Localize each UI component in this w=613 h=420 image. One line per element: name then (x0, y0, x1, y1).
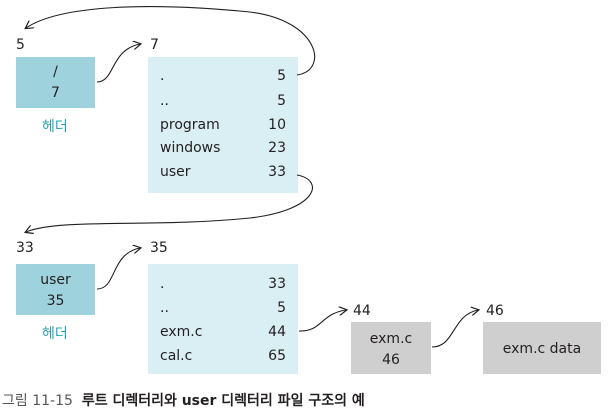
user-entry-name: .. (160, 300, 169, 316)
file-data-box: exm.c data (483, 322, 601, 374)
root-header-line1: / (53, 64, 58, 80)
root-entry-name: .. (160, 93, 169, 109)
figure-title: 루트 디렉터리와 user 디렉터리 파일 구조의 예 (81, 393, 365, 409)
user-header-box: user 35 (16, 264, 95, 315)
user-header-caption: 헤더 (42, 326, 68, 342)
arrow-inode-to-data (431, 310, 478, 348)
arrow-dot-to-root (26, 6, 316, 76)
root-directory-box: . 5 .. 5 program 10 windows 23 user 33 (148, 57, 298, 193)
file-address-label: 44 (353, 303, 371, 319)
root-dir-address-label: 7 (150, 37, 159, 53)
user-address-label: 33 (16, 240, 34, 256)
file-inode-line1: exm.c (369, 331, 413, 347)
root-entry-name: program (160, 117, 220, 133)
user-entry-name: . (160, 276, 165, 292)
root-entry-num: 10 (268, 117, 286, 133)
user-entry-num: 44 (268, 324, 286, 340)
figure-caption: 그림 11-15 루트 디렉터리와 user 디렉터리 파일 구조의 예 (2, 394, 365, 408)
root-entry-name: user (160, 164, 191, 180)
file-inode-line2: 46 (382, 352, 400, 368)
root-entry-name: windows (160, 140, 221, 156)
root-header-box: / 7 (16, 57, 95, 108)
user-entry-num: 33 (268, 276, 286, 292)
root-entry-num: 5 (277, 93, 286, 109)
user-entry-num: 65 (268, 348, 286, 364)
user-entry-name: cal.c (160, 348, 193, 364)
root-header-caption: 헤더 (42, 119, 68, 135)
user-entry-name: exm.c (160, 324, 203, 340)
root-header-line2: 7 (51, 85, 60, 101)
data-address-label: 46 (486, 303, 504, 319)
user-header-line2: 35 (46, 293, 65, 309)
user-header-line1: user (40, 272, 71, 288)
figure-number: 그림 11-15 (2, 393, 73, 409)
user-directory-box: . 33 .. 5 exm.c 44 cal.c 65 (148, 264, 298, 374)
arrow-user-entry-to-user (26, 174, 313, 232)
root-entry-num: 5 (277, 68, 286, 84)
arrow-header-to-user-dir (96, 248, 140, 290)
file-data-text: exm.c data (502, 341, 582, 357)
user-entry-num: 5 (277, 300, 286, 316)
file-inode-box: exm.c 46 (351, 322, 431, 374)
arrow-header-to-root-dir (96, 44, 140, 83)
root-entry-num: 33 (268, 164, 286, 180)
root-entry-name: . (160, 68, 165, 84)
root-entry-num: 23 (268, 140, 286, 156)
root-address-label: 5 (16, 37, 25, 53)
user-dir-address-label: 35 (150, 240, 168, 256)
arrow-exm-to-inode (298, 310, 346, 332)
